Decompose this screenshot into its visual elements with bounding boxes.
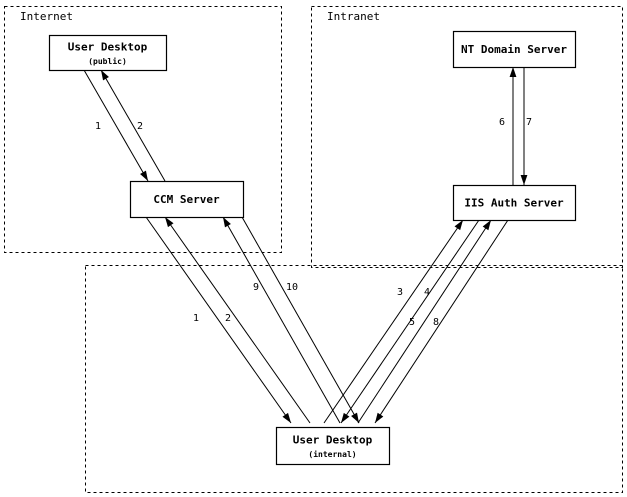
- flow-label-flow-6: 6: [499, 117, 505, 128]
- flow-flow-8: [374, 219, 509, 424]
- flow-line-flow-9: [222, 216, 341, 424]
- zone-label-intranet: Intranet: [327, 10, 380, 23]
- arrow-head-icon-flow-8: [375, 412, 384, 423]
- arrow-head-icon-flow-1-internal: [282, 412, 291, 423]
- flow-label-flow-7: 7: [526, 117, 532, 128]
- node-iis-auth-server[interactable]: IIS Auth Server: [452, 184, 577, 222]
- flow-line-flow-2-internal: [164, 216, 311, 424]
- flow-flow-3: [323, 219, 464, 424]
- flow-flow-2-internal: [164, 216, 311, 424]
- flow-line-flow-10: [241, 216, 360, 424]
- flow-label-flow-1-public: 1: [95, 121, 101, 132]
- flow-label-flow-1-internal: 1: [193, 313, 199, 324]
- arrow-head-icon-flow-2-public: [101, 70, 109, 81]
- arrow-head-icon-flow-6: [509, 67, 517, 77]
- node-box-nt-domain-server[interactable]: [452, 30, 577, 69]
- flow-flow-4: [340, 219, 480, 424]
- node-box-user-desktop-public[interactable]: [48, 34, 168, 72]
- node-nt-domain-server[interactable]: NT Domain Server: [452, 30, 577, 69]
- flow-line-flow-5: [357, 219, 492, 424]
- arrow-head-icon-flow-10: [351, 412, 359, 423]
- node-title-iis-auth-server: IIS Auth Server: [464, 197, 564, 210]
- flow-flow-9: [222, 216, 341, 424]
- node-box-iis-auth-server[interactable]: [452, 184, 577, 222]
- flow-label-flow-10: 10: [286, 282, 298, 293]
- arrow-head-icon-flow-4: [341, 412, 350, 423]
- flow-flow-5: [357, 219, 492, 424]
- arrow-head-icon-flow-3: [454, 220, 463, 231]
- arrow-head-icon-flow-2-internal: [165, 217, 174, 228]
- flow-label-flow-9: 9: [253, 282, 259, 293]
- node-title-ccm-server: CCM Server: [153, 193, 220, 206]
- zone-boundary-internet: [4, 6, 282, 253]
- flow-label-flow-2-public: 2: [137, 121, 143, 132]
- flow-line-flow-1-public: [83, 69, 149, 182]
- flow-label-flow-3: 3: [397, 287, 403, 298]
- flow-label-flow-2-internal: 2: [225, 313, 231, 324]
- node-subtitle-user-desktop-internal: (internal): [308, 449, 356, 459]
- node-title-user-desktop-internal: User Desktop: [293, 434, 373, 447]
- arrow-head-icon-flow-1-public: [140, 170, 148, 181]
- flow-labels-layer: 1 2 1 2 9 10 3 4 5 8 6 7: [95, 117, 532, 328]
- node-title-user-desktop-public: User Desktop: [68, 41, 148, 54]
- flow-label-flow-8: 8: [433, 317, 439, 328]
- arrow-head-icon-flow-7: [520, 175, 528, 185]
- flow-line-flow-8: [374, 219, 509, 424]
- zone-boundary-intranet: [311, 6, 623, 268]
- nodes-layer: User Desktop (public) CCM Server NT Domain …: [48, 30, 577, 466]
- node-box-ccm-server[interactable]: [129, 180, 245, 219]
- node-box-user-desktop-internal[interactable]: [275, 426, 391, 466]
- node-ccm-server[interactable]: CCM Server: [129, 180, 245, 219]
- flow-line-flow-4: [340, 219, 480, 424]
- node-user-desktop-public[interactable]: User Desktop (public): [48, 34, 168, 72]
- zone-label-internet: Internet: [20, 10, 73, 23]
- node-user-desktop-internal[interactable]: User Desktop (internal): [275, 426, 391, 466]
- flows-layer: [83, 67, 528, 424]
- flow-flow-7: [520, 67, 528, 185]
- flow-flow-2-public: [100, 69, 166, 182]
- flow-line-flow-2-public: [100, 69, 166, 182]
- flow-flow-1-internal: [145, 216, 292, 424]
- zone-boundary-internal: [85, 265, 623, 493]
- zones-layer: Internet Intranet: [4, 6, 623, 493]
- flow-flow-10: [241, 216, 360, 424]
- flow-flow-1-public: [83, 69, 149, 182]
- flow-line-flow-1-internal: [145, 216, 292, 424]
- arrow-head-icon-flow-9: [223, 217, 231, 228]
- flow-flow-6: [509, 67, 517, 185]
- flow-label-flow-4: 4: [424, 287, 430, 298]
- flow-line-flow-3: [323, 219, 464, 424]
- flow-label-flow-5: 5: [409, 317, 415, 328]
- node-title-nt-domain-server: NT Domain Server: [461, 43, 567, 56]
- node-subtitle-user-desktop-public: (public): [88, 56, 127, 66]
- arrow-head-icon-flow-5: [482, 220, 491, 231]
